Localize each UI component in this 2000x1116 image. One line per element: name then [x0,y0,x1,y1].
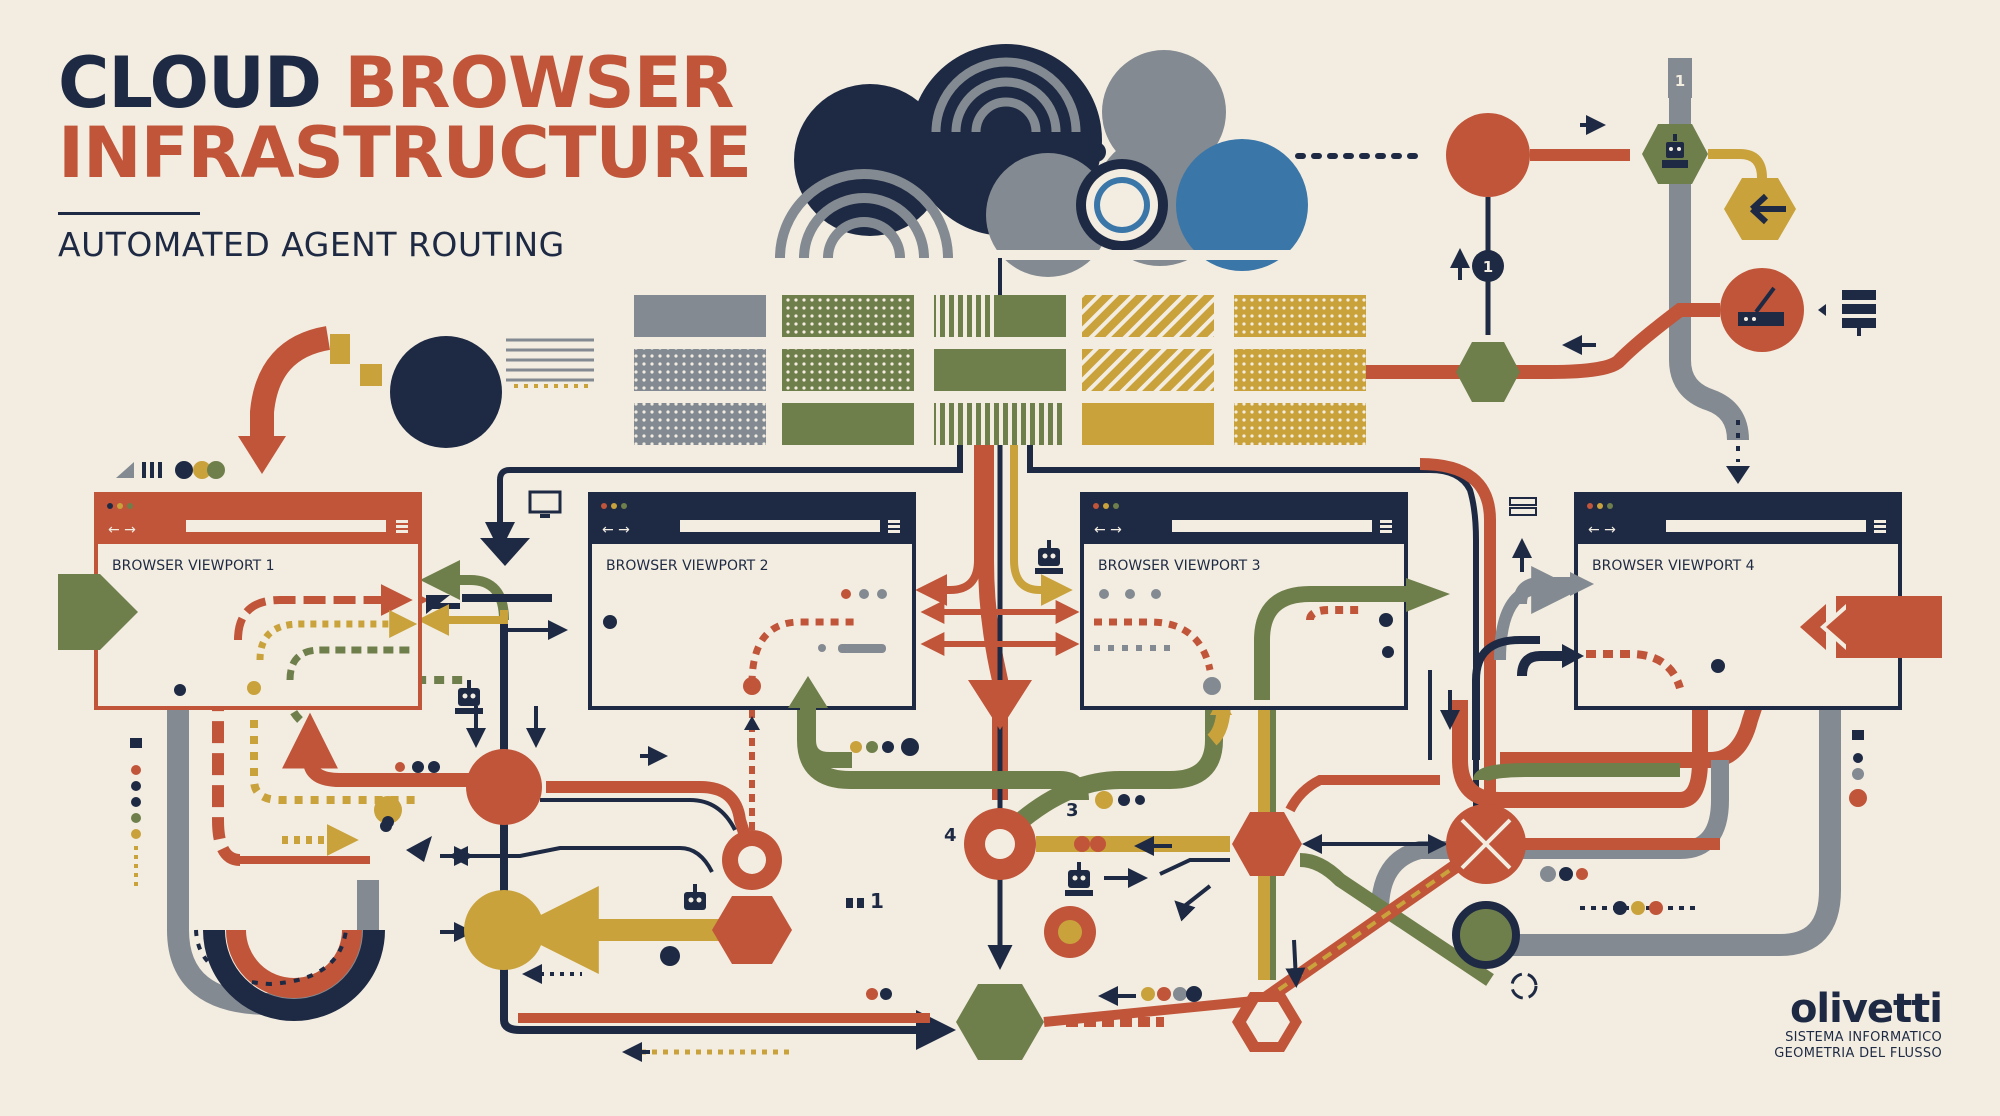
title-block: CLOUD BROWSER INFRASTRUCTURE AUTOMATED A… [58,48,752,264]
robot-icon [1662,134,1688,168]
server-icon [1842,290,1876,336]
brand-block: olivetti SISTEMA INFORMATICO GEOMETRIA D… [1774,986,1943,1062]
browser-viewport-1: ← → BROWSER VIEWPORT 1 [94,492,422,710]
title-word-cloud: CLOUD [58,42,322,124]
rack-col-3 [934,295,1066,445]
subtitle: AUTOMATED AGENT ROUTING [58,225,565,264]
svg-text:← →: ← → [1094,522,1122,538]
hub-node-mustard [464,890,544,970]
robot-icon [455,680,483,714]
left-cloud-arcs [775,169,953,259]
browser-viewport-2: ← → BROWSER VIEWPORT 2 [588,492,916,768]
viewport-1-label: BROWSER VIEWPORT 1 [112,558,275,574]
robot-icons [455,490,1538,1000]
hub-node-hex-rust [712,896,792,964]
signal-arcs [931,57,1081,133]
browser-viewport-3: ← → BROWSER VIEWPORT 3 [1080,492,1408,710]
svg-text:← →: ← → [602,522,630,538]
hub-node-hex-right [1232,812,1302,876]
hub-node-hex-olive [956,984,1044,1060]
rack-col-5 [1234,295,1366,445]
robot-icon [1065,862,1093,896]
svg-text:← →: ← → [1588,522,1616,538]
dot-clusters [130,730,1867,1002]
title-word-browser: BROWSER [344,42,734,124]
monitor-icon [528,490,562,518]
left-loop-marker: 1 [1483,258,1493,276]
top-right-flow: 1 [1295,58,1876,484]
viewport-1-entry-arrow [58,574,138,650]
server-rack-grid [634,258,1490,445]
title-line-1: CLOUD BROWSER [58,48,751,118]
robot-icon [684,884,706,910]
brand-logo-text: olivetti [1789,986,1943,1032]
router-icon [1738,286,1784,326]
mini-legend [116,461,225,479]
title-rule [58,212,200,215]
vertical-dot-column-right [1849,730,1867,807]
node-3-label: 3 [1066,800,1079,821]
rack-col-4 [1082,295,1214,445]
rack-col-1 [634,295,766,445]
server-icon [1509,497,1537,516]
viewport-4-label: BROWSER VIEWPORT 4 [1592,558,1755,574]
back-arrow-icon [1749,193,1786,225]
brand-line-1: SISTEMA INFORMATICO [1785,1030,1942,1045]
viewport-3-label: BROWSER VIEWPORT 3 [1098,558,1261,574]
brand-line-2: GEOMETRIA DEL FLUSSO [1774,1046,1942,1061]
node-4-label: 4 [944,825,957,846]
left-ornaments [116,326,594,479]
top-bar-marker: 1 [1675,72,1685,90]
robot-icon [1035,540,1063,574]
robot-hub [1642,124,1708,184]
rack-col-2 [782,295,914,445]
viewport-2-label: BROWSER VIEWPORT 2 [606,558,769,574]
sync-icon [1510,972,1538,1000]
viewport-4-entry [1800,596,1942,658]
small-1-label: 1 [870,889,884,913]
cloud-cluster [775,44,1308,277]
title-line-2: INFRASTRUCTURE [58,112,752,194]
vertical-dot-column-left [130,738,142,890]
back-arrow-hub [1724,178,1796,240]
svg-text:← →: ← → [108,522,136,538]
hub-node-rust-1 [466,749,542,825]
